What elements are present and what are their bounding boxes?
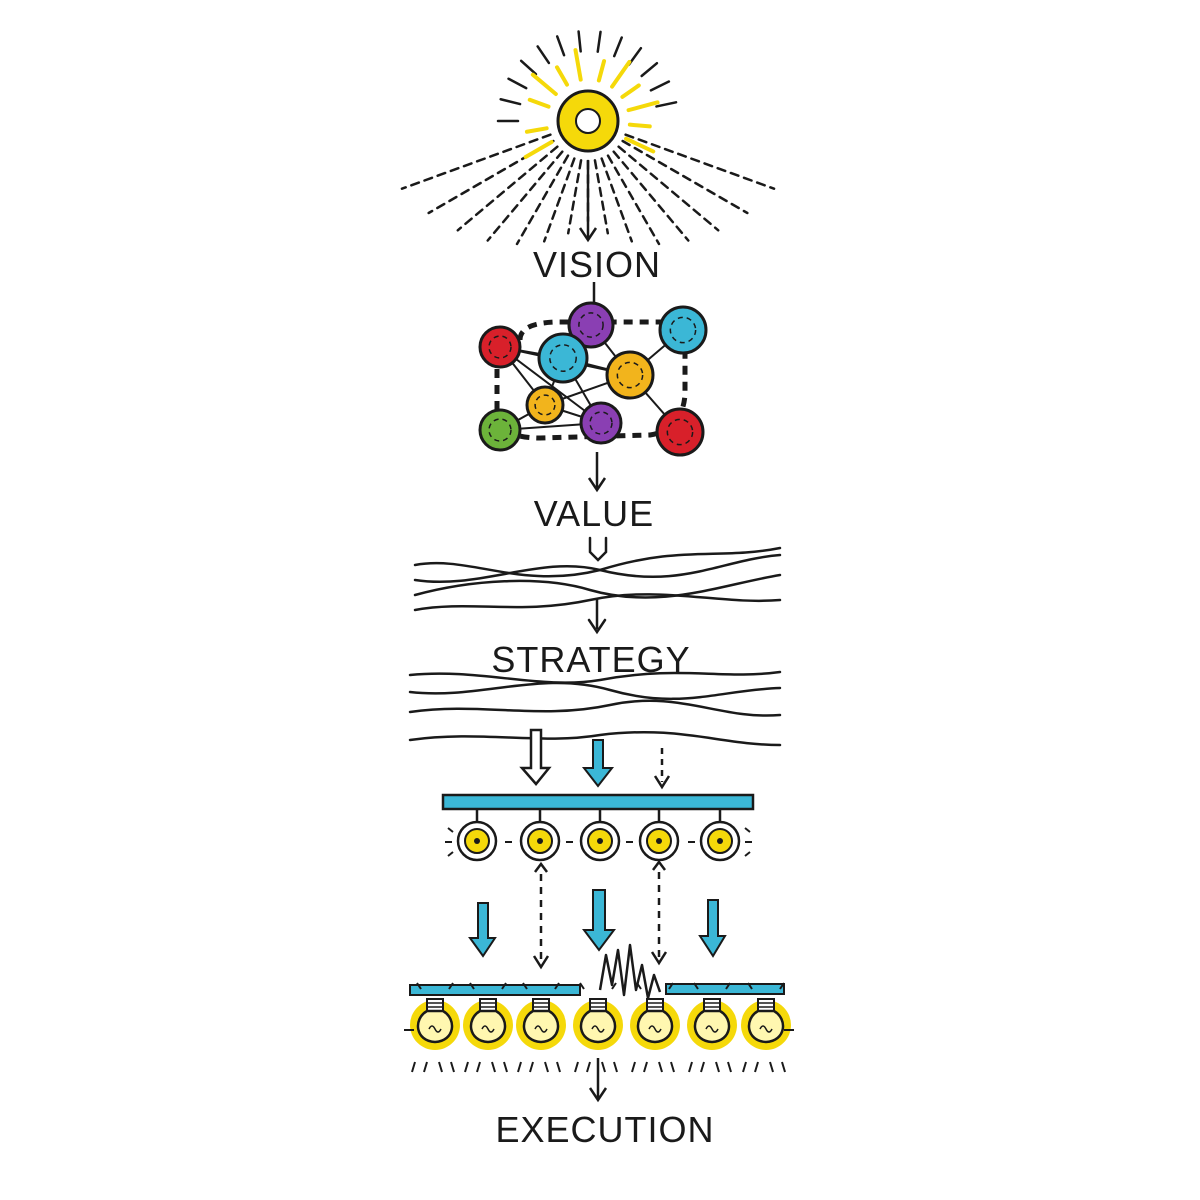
lightbulb-icon [573,982,623,1073]
initiative-node [456,809,498,862]
red-node [478,325,522,369]
stage-label-execution: EXECUTION [495,1109,715,1150]
green-node [478,408,522,452]
orange-node [525,385,565,425]
initiative-node [699,809,741,862]
purple-node [567,301,615,349]
purple-node [579,401,623,445]
cyan-node [658,305,708,355]
lightbulb-icon [463,982,513,1073]
initiative-node [579,809,621,862]
lightbulb-icon [741,982,791,1073]
lightbulb-icon [410,982,460,1073]
lightbulb-icon [687,982,737,1073]
initiative-node [519,809,561,862]
initiative-node [638,809,680,862]
cyan-node [537,332,589,384]
lightbulb-icon [516,982,566,1073]
lightbulb-icon [630,982,680,1073]
stage-label-value: VALUE [533,493,655,534]
stage-label-vision: VISION [532,244,662,285]
orange-node [605,350,655,400]
stage-label-strategy: STRATEGY [491,639,691,680]
red-node [655,407,705,457]
